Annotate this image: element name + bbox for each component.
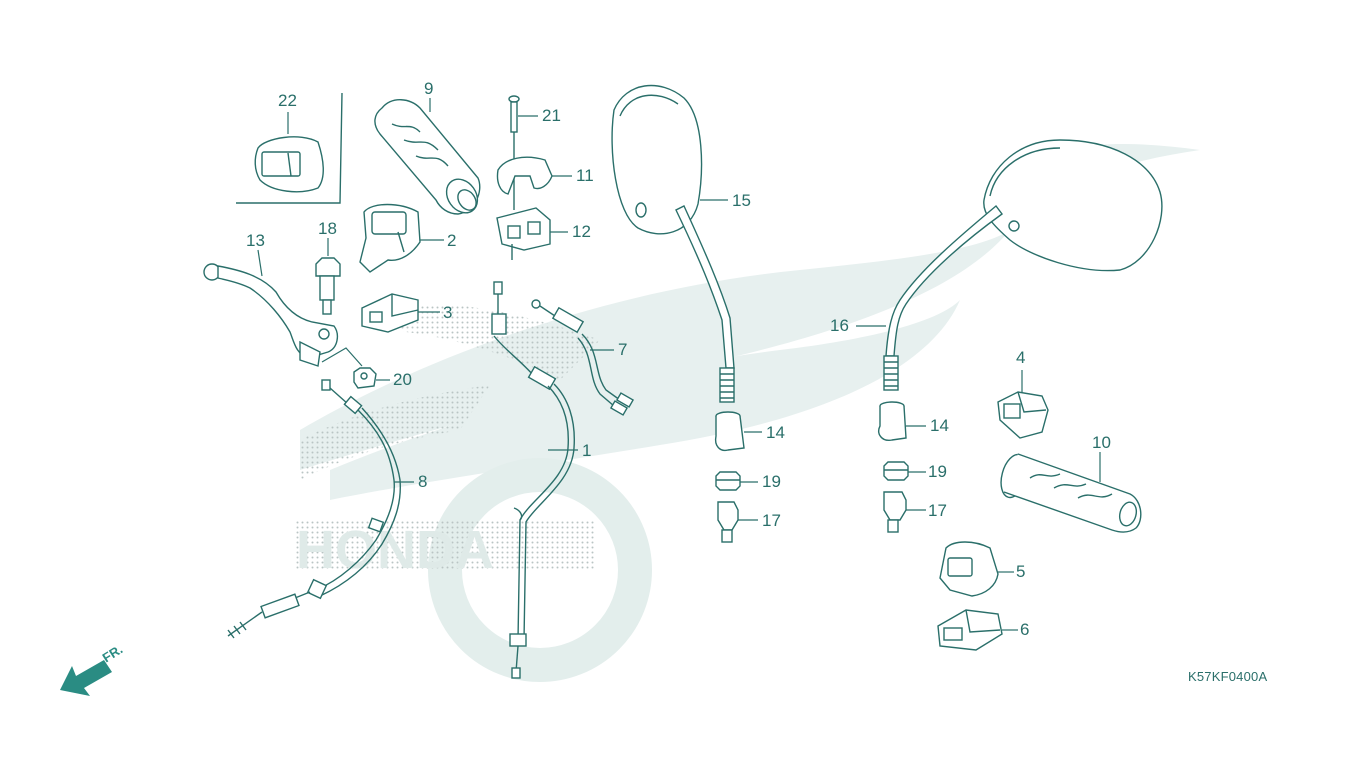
part-11-housing-cover <box>496 156 553 195</box>
part-3-switch-connector <box>361 293 419 333</box>
callout-10: 10 <box>1092 433 1111 452</box>
callout-5: 5 <box>1016 562 1026 581</box>
callout-13: 13 <box>246 231 265 250</box>
part-16-left-mirror <box>883 139 1163 391</box>
part-5-left-switch <box>939 541 999 597</box>
part-19-nut-a <box>715 471 741 491</box>
callout-14a: 14 <box>766 423 785 442</box>
callout-17a: 17 <box>762 511 781 530</box>
callout-19b: 19 <box>928 462 947 481</box>
part-17-adapter-a <box>717 501 739 543</box>
callout-3: 3 <box>443 303 453 322</box>
callout-8: 8 <box>418 472 428 491</box>
callout-17b: 17 <box>928 501 947 520</box>
callout-21: 21 <box>542 106 561 125</box>
part-9-right-grip <box>374 99 481 215</box>
part-14-boot-a <box>714 411 745 452</box>
callout-20: 20 <box>393 370 412 389</box>
callout-16: 16 <box>830 316 849 335</box>
callout-18: 18 <box>318 219 337 238</box>
part-22-switch-cover <box>236 92 343 204</box>
part-10-left-grip <box>1000 453 1142 533</box>
part-19-nut-b <box>883 461 909 481</box>
part-7-stop-switch <box>531 299 635 416</box>
callout-6: 6 <box>1020 620 1030 639</box>
part-18-pivot-bolt <box>315 257 341 315</box>
callout-14b: 14 <box>930 416 949 435</box>
part-1-throttle-cable <box>491 281 576 679</box>
part-15-right-mirror <box>611 84 735 403</box>
part-4-clamp <box>997 391 1049 439</box>
callout-11: 11 <box>576 166 594 185</box>
part-12-throttle-housing <box>496 207 551 260</box>
callout-7: 7 <box>618 340 628 359</box>
front-direction-arrow <box>60 660 112 696</box>
callout-22: 22 <box>278 91 297 110</box>
callout-1: 1 <box>582 441 592 460</box>
part-13-lever <box>203 263 339 367</box>
part-21-screw <box>508 95 520 210</box>
part-17-adapter-b <box>883 491 907 533</box>
callout-2: 2 <box>447 231 457 250</box>
watermark-brand-text: HONDA <box>296 520 494 580</box>
part-8-cable <box>227 379 402 639</box>
part-14-boot-b <box>878 401 907 441</box>
callout-9: 9 <box>424 79 434 98</box>
callout-15: 15 <box>732 191 751 210</box>
part-20-nut <box>353 367 377 389</box>
callout-12: 12 <box>572 222 591 241</box>
callout-19a: 19 <box>762 472 781 491</box>
callout-4: 4 <box>1016 348 1026 367</box>
part-6-switch-connector <box>937 609 1003 651</box>
diagram-code: K57KF0400A <box>1188 669 1268 684</box>
part-2-right-switch <box>359 203 421 273</box>
